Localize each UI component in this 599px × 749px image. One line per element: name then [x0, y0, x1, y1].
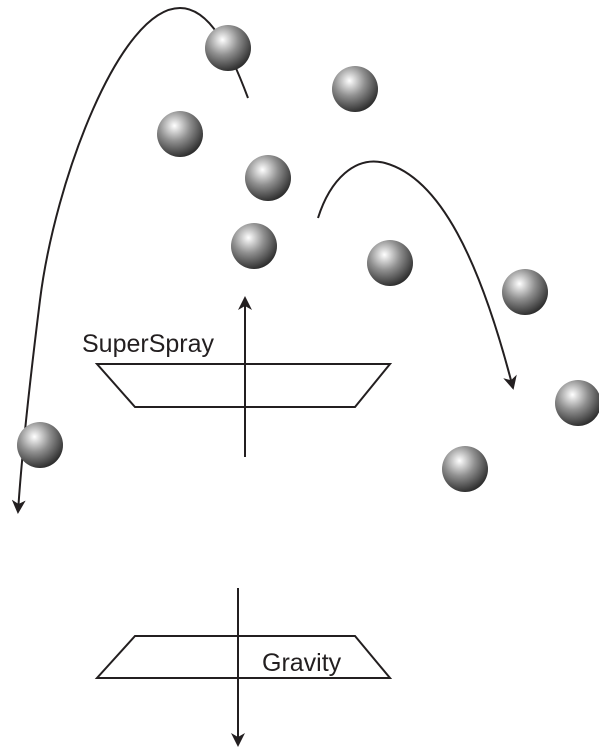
particle-sphere-icon [442, 446, 488, 492]
particle-sphere-icon [157, 111, 203, 157]
particle-sphere-icon [502, 269, 548, 315]
emitter-trapezoid-icon [94, 363, 393, 408]
particle-sphere-icon [245, 155, 291, 201]
particle-sphere-icon [367, 240, 413, 286]
particle-sphere-icon [205, 25, 251, 71]
particle-sphere-icon [332, 66, 378, 112]
particle-sphere-icon [555, 380, 599, 426]
superspray-emitter: SuperSpray [82, 296, 393, 457]
gravity-trapezoid-icon [94, 635, 393, 679]
gravity-label: Gravity [262, 649, 342, 677]
left-trajectory-arrow [11, 6, 249, 514]
particles [17, 25, 599, 492]
right-trajectory-arrow [317, 160, 517, 390]
particle-sphere-icon [231, 223, 277, 269]
emitter-label: SuperSpray [82, 330, 215, 358]
gravity-force: Gravity [94, 588, 393, 747]
particle-sphere-icon [17, 422, 63, 468]
